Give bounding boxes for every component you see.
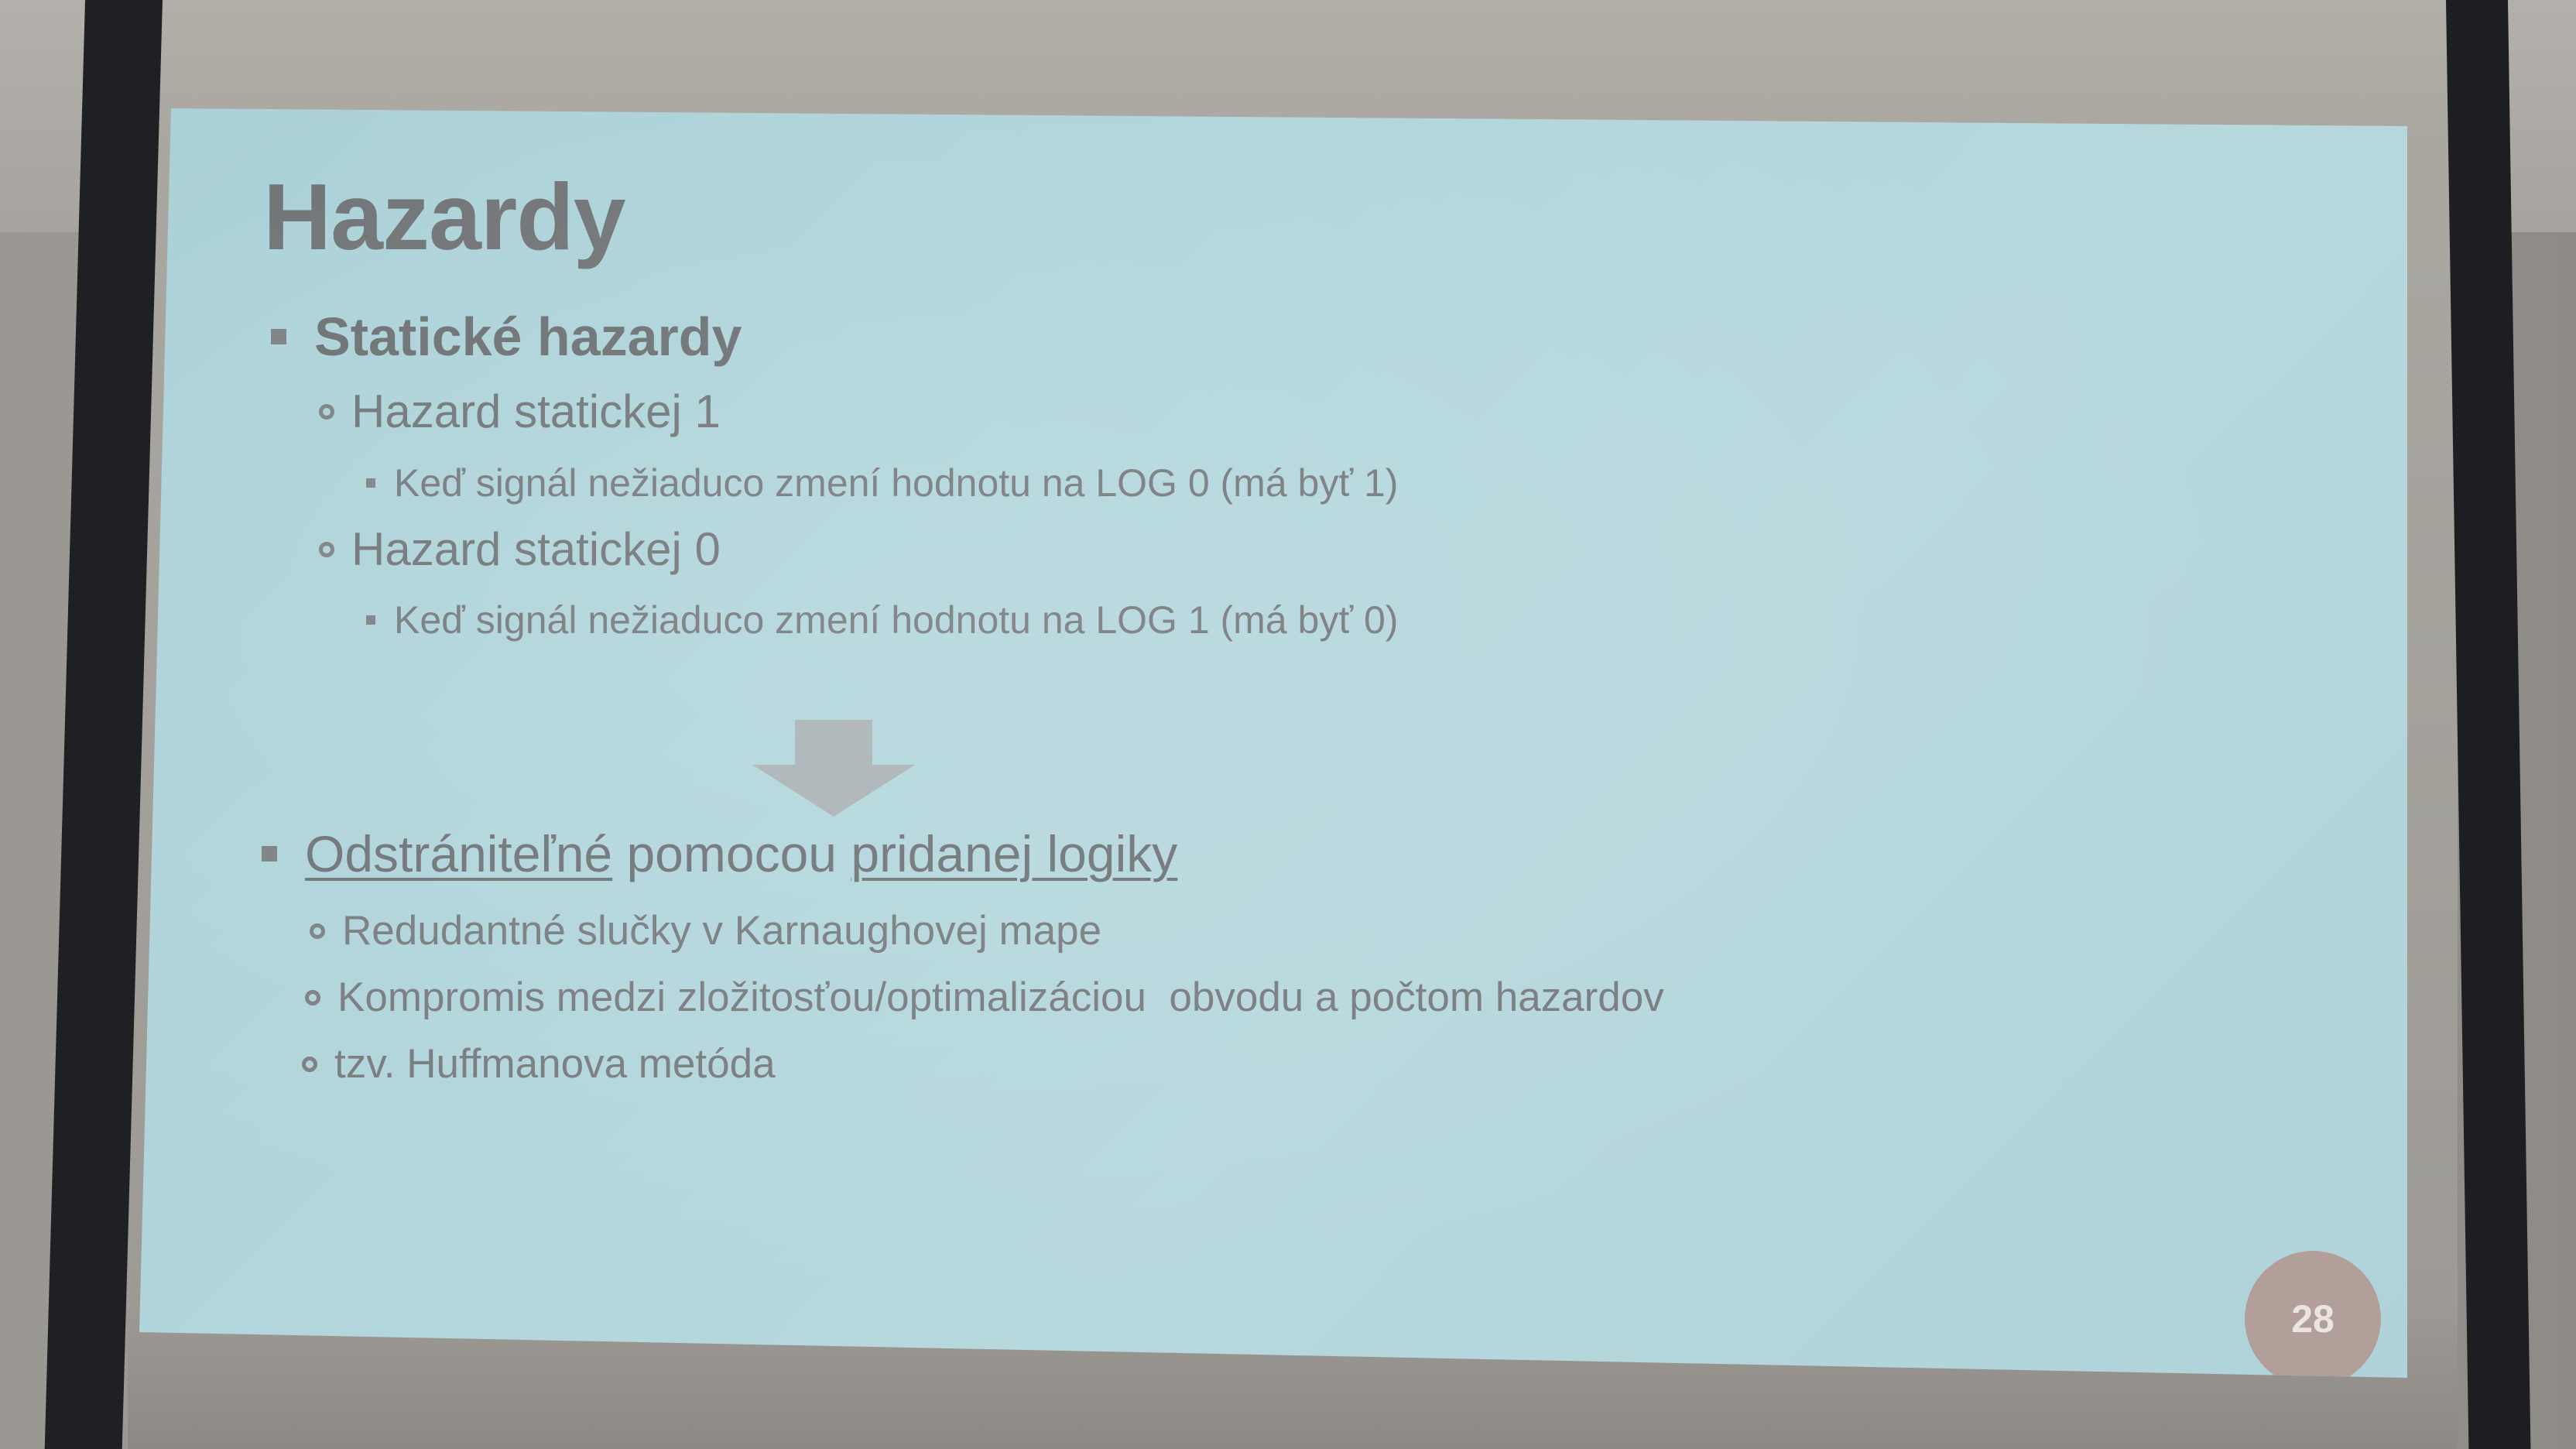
section-heading-static-hazards: Statické hazardy bbox=[271, 306, 742, 368]
dot-bullet-icon bbox=[366, 615, 375, 625]
list-item-text: Redudantné slučky v Karnaughovej mape bbox=[342, 908, 1102, 954]
circle-bullet-icon bbox=[319, 403, 334, 420]
list-item-hazard-static-1: Hazard statickej 1 bbox=[319, 385, 721, 438]
slide-content: Hazardy Statické hazardy Hazard staticke… bbox=[139, 108, 2407, 1378]
list-item-huffman: tzv. Huffmanova metóda bbox=[302, 1040, 776, 1088]
list-item-detail-text: Keď signál nežiaduco zmení hodnotu na LO… bbox=[394, 598, 1399, 642]
circle-bullet-icon bbox=[305, 989, 320, 1005]
circle-bullet-icon bbox=[310, 923, 325, 939]
list-item-detail-text: Keď signál nežiaduco zmení hodnotu na LO… bbox=[394, 461, 1399, 505]
heading-underlined-removable: Odstrániteľné bbox=[305, 825, 613, 882]
list-item-detail-2: Keď signál nežiaduco zmení hodnotu na LO… bbox=[366, 598, 1398, 642]
slide-title: Hazardy bbox=[263, 164, 626, 269]
heading-connector: pomocou bbox=[612, 825, 851, 882]
square-bullet-icon bbox=[262, 846, 277, 862]
list-item-redundant-loops: Redudantné slučky v Karnaughovej mape bbox=[310, 907, 1101, 954]
circle-bullet-icon bbox=[319, 541, 334, 557]
dot-bullet-icon bbox=[366, 478, 375, 488]
heading-underlined-added-logic: pridanej logiky bbox=[851, 825, 1178, 882]
list-item-label: Hazard statickej 1 bbox=[351, 385, 721, 437]
list-item-label: Hazard statickej 0 bbox=[351, 523, 721, 575]
list-item-hazard-static-0: Hazard statickej 0 bbox=[319, 522, 721, 576]
section-heading-text: Statické hazardy bbox=[314, 307, 742, 367]
list-item-text: Kompromis medzi zložitosťou/optimalizáci… bbox=[337, 975, 1664, 1020]
circle-bullet-icon bbox=[302, 1056, 317, 1072]
section-heading-removable: Odstrániteľné pomocou pridanej logiky bbox=[262, 824, 1177, 883]
list-item-detail-1: Keď signál nežiaduco zmení hodnotu na LO… bbox=[366, 461, 1398, 505]
square-bullet-icon bbox=[271, 329, 286, 344]
down-arrow-icon bbox=[752, 720, 915, 817]
list-item-compromise: Kompromis medzi zložitosťou/optimalizáci… bbox=[305, 974, 1664, 1021]
presentation-slide: Hazardy Statické hazardy Hazard staticke… bbox=[139, 108, 2407, 1378]
list-item-text: tzv. Huffmanova metóda bbox=[334, 1041, 776, 1087]
page-number-badge: 28 bbox=[2245, 1251, 2381, 1378]
